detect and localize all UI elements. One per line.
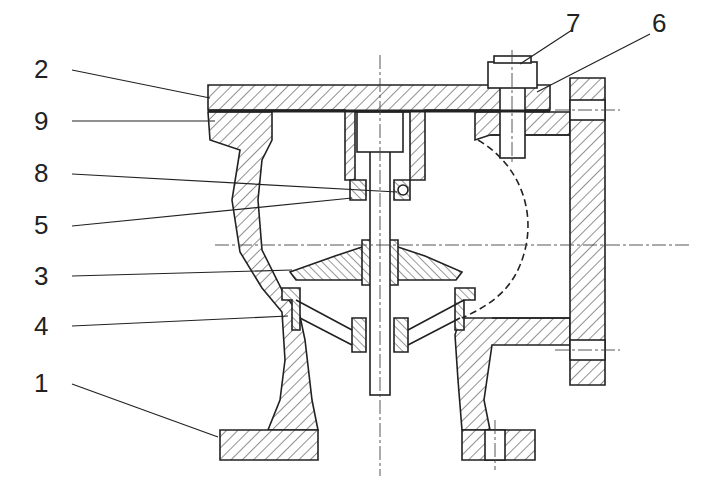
callout-number: 8 <box>34 160 48 186</box>
callout-number: 2 <box>34 56 48 82</box>
callout-number: 6 <box>652 10 666 36</box>
center-lines <box>215 50 690 476</box>
callout-number: 1 <box>34 370 48 396</box>
callout-number: 5 <box>34 212 48 238</box>
callout-number: 9 <box>34 108 48 134</box>
callout-number: 4 <box>34 313 48 339</box>
valve-body <box>208 78 605 460</box>
callout-number: 7 <box>566 10 580 36</box>
valve-lines <box>208 56 605 460</box>
leader-lines <box>72 30 650 437</box>
callout-number: 3 <box>34 263 48 289</box>
